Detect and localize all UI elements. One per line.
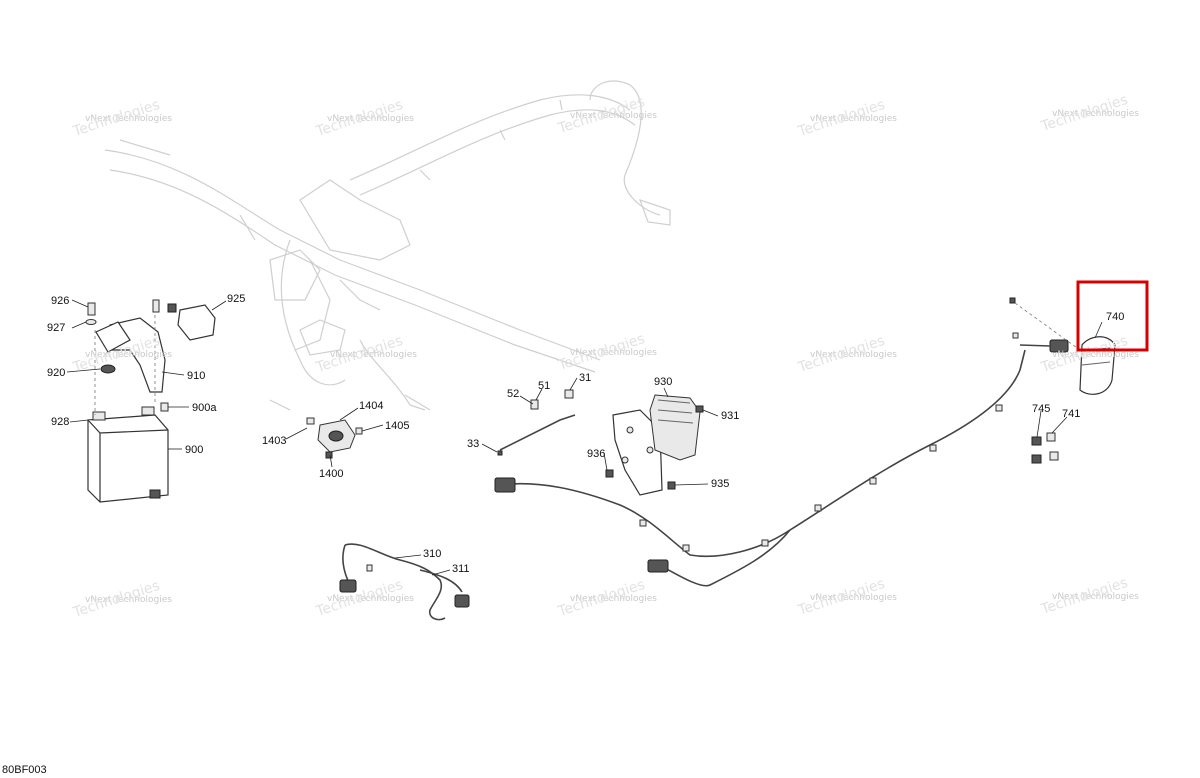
watermark: vNext Technologies: [570, 348, 657, 358]
highlight-box-740: [1076, 280, 1149, 352]
battery-cover-925: [177, 304, 216, 341]
watermark: vNext Technologies: [810, 350, 897, 360]
watermarks: vNext Technologies Technologies vNext Te…: [70, 92, 1139, 621]
callout-1403[interactable]: 1403: [262, 435, 286, 447]
callout-labels: 926 927 925 920 910 900a 928 900 1404 14…: [47, 293, 1124, 575]
diagram-code: 80BF003: [2, 764, 47, 776]
watermark: vNext Technologies: [327, 594, 414, 604]
callout-930[interactable]: 930: [654, 376, 672, 388]
leader-lines: [66, 299, 1103, 576]
callout-1400[interactable]: 1400: [319, 468, 343, 480]
watermark: vNext Technologies: [1052, 592, 1139, 602]
watermark: vNext Technologies: [85, 595, 172, 605]
callout-1404[interactable]: 1404: [359, 400, 383, 412]
ground-cable-group: [497, 389, 576, 456]
callout-310[interactable]: 310: [423, 548, 441, 560]
callout-33[interactable]: 33: [467, 438, 479, 450]
callout-31[interactable]: 31: [579, 372, 591, 384]
callout-936[interactable]: 936: [587, 448, 605, 460]
callout-910[interactable]: 910: [187, 370, 205, 382]
watermark: vNext Technologies: [1052, 109, 1139, 119]
callout-311[interactable]: 311: [452, 563, 470, 575]
callout-920[interactable]: 920: [47, 367, 65, 379]
callout-928[interactable]: 928: [51, 416, 69, 428]
harness-310-group: [339, 543, 470, 621]
module-930: [649, 394, 701, 461]
module-930-group: [605, 394, 704, 496]
watermark: vNext Technologies: [570, 594, 657, 604]
battery-group: [85, 299, 216, 503]
callout-745[interactable]: 745: [1032, 403, 1050, 415]
battery-900: [87, 414, 169, 503]
callout-900[interactable]: 900: [185, 444, 203, 456]
watermark: vNext Technologies: [810, 593, 897, 603]
ghost-frame: [104, 80, 671, 411]
watermark: vNext Technologies: [85, 114, 172, 124]
callout-1405[interactable]: 1405: [385, 420, 409, 432]
watermark: vNext Technologies: [85, 350, 172, 360]
watermark: vNext Technologies: [570, 111, 657, 121]
callout-935[interactable]: 935: [711, 478, 729, 490]
watermark: vNext Technologies: [1052, 350, 1139, 360]
watermark: vNext Technologies: [330, 350, 417, 360]
callout-900a[interactable]: 900a: [192, 402, 217, 414]
callout-925[interactable]: 925: [227, 293, 245, 305]
callout-740[interactable]: 740: [1106, 311, 1124, 323]
module-1400-group: [306, 417, 363, 459]
callout-931[interactable]: 931: [721, 410, 739, 422]
callout-52[interactable]: 52: [507, 388, 519, 400]
watermark: vNext Technologies: [327, 114, 414, 124]
callout-927[interactable]: 927: [47, 322, 65, 334]
callout-741[interactable]: 741: [1062, 408, 1080, 420]
bracket-936: [612, 409, 663, 496]
callout-926[interactable]: 926: [51, 295, 69, 307]
watermark: vNext Technologies: [810, 114, 897, 124]
callout-51[interactable]: 51: [538, 380, 550, 392]
long-harness: [494, 297, 1081, 587]
